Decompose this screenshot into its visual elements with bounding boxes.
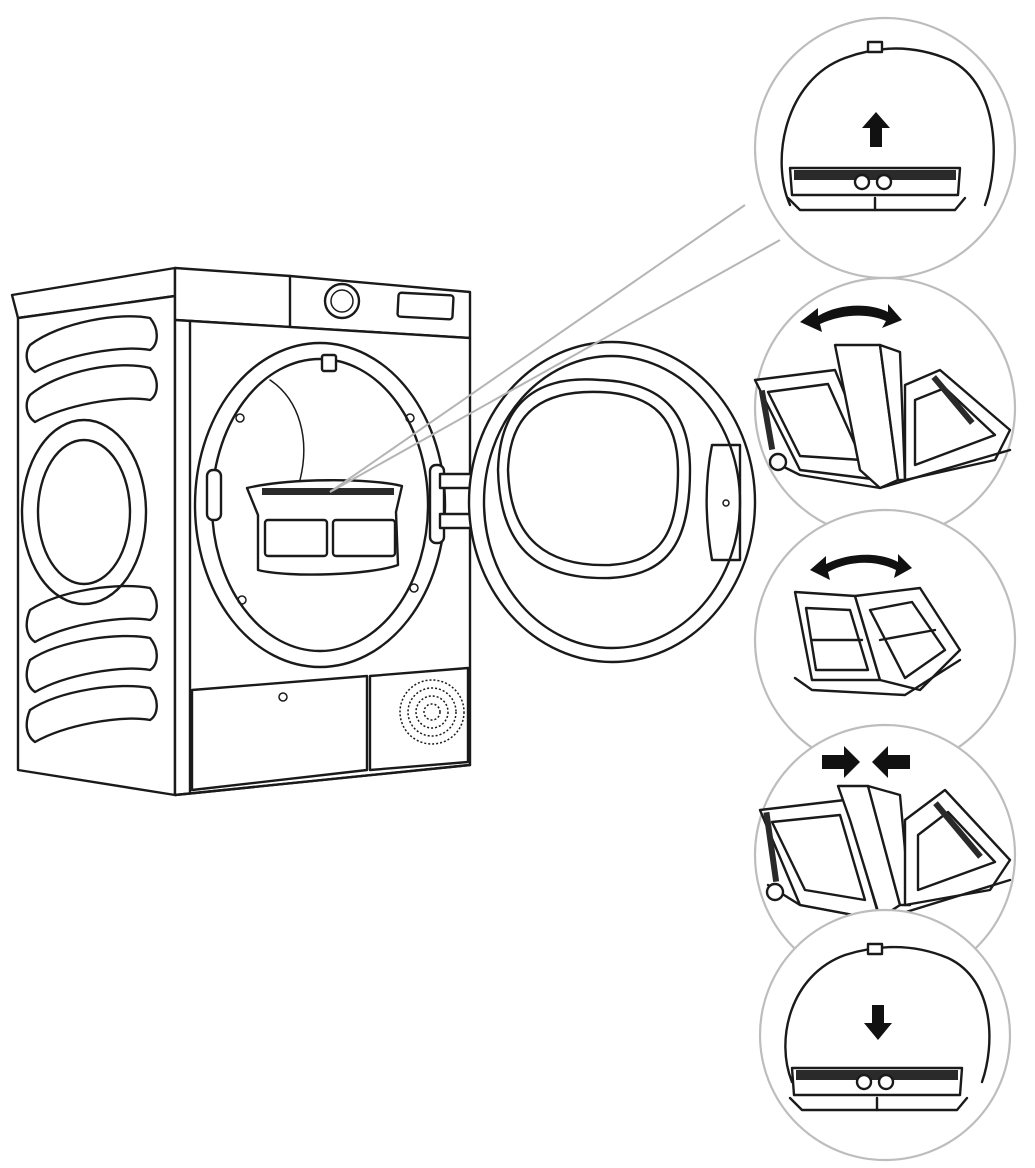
arrows-inward-icon <box>822 746 910 778</box>
step-4-bubble <box>753 723 1017 987</box>
vent-grille <box>399 679 465 745</box>
vent-panel <box>368 666 470 772</box>
door-hinge-top <box>438 472 474 490</box>
curved-double-arrow-icon <box>800 304 902 332</box>
program-knob <box>323 282 361 320</box>
step-1-bubble <box>753 16 1017 280</box>
arrow-down-icon <box>864 1005 892 1040</box>
magnification-leader <box>329 204 781 493</box>
step-bubbles <box>753 16 1017 1162</box>
step-2-bubble <box>753 276 1017 540</box>
side-panel-ribs <box>20 315 158 744</box>
step-5-bubble <box>758 908 1012 1162</box>
plinth-panel <box>190 674 369 792</box>
arrow-up-icon <box>862 112 890 147</box>
lint-filter-closing <box>758 784 1012 922</box>
dryer-front <box>173 318 474 797</box>
dryer-side-panel <box>10 266 177 797</box>
tumble-dryer <box>10 266 757 797</box>
curved-double-arrow-icon <box>810 554 912 580</box>
lint-filter-half-open <box>793 586 962 697</box>
lint-filter-installed <box>245 479 404 576</box>
door-hinge-bottom <box>438 512 474 530</box>
display-panel <box>396 291 455 321</box>
dryer-door-open <box>467 340 757 664</box>
lint-filter-opening <box>753 343 1012 490</box>
